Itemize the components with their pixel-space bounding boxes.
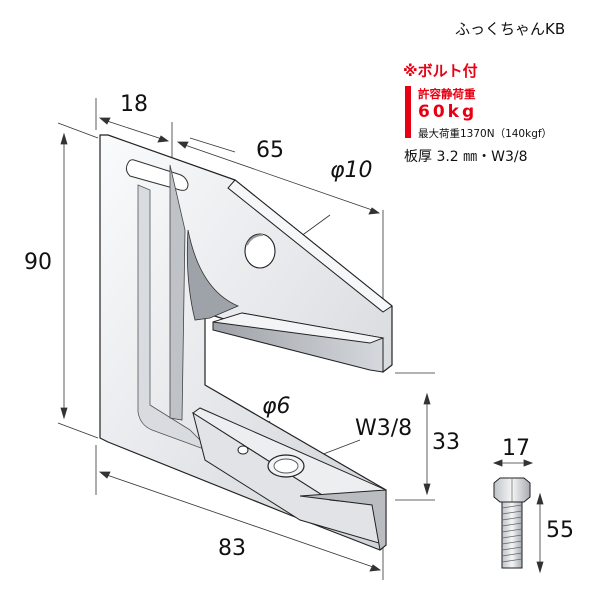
bolt — [493, 477, 531, 569]
bracket-body — [99, 134, 393, 551]
dim-top-width: 18 — [120, 92, 148, 117]
product-name: ふっくちゃんKB — [455, 20, 566, 38]
dim-diagonal-length: 65 — [256, 138, 284, 163]
dim-bottom-length: 83 — [218, 536, 246, 561]
dim-hole-large: φ10 — [330, 158, 373, 183]
dim-bolt-length: 55 — [546, 518, 574, 543]
dim-thread-label: W3/8 — [355, 416, 413, 441]
plate-spec: 板厚 3.2 ㎜・W3/8 — [404, 149, 528, 165]
load-value: 60kg — [418, 102, 478, 122]
dim-lower-height: 33 — [432, 430, 460, 455]
load-accent-bar — [405, 86, 411, 138]
dim-bolt-head: 17 — [502, 436, 530, 461]
bolt-included-note: ※ボルト付 — [403, 62, 478, 80]
max-load-text: 最大荷重1370N（140kgf） — [418, 128, 553, 140]
dim-hole-small: φ6 — [262, 394, 291, 419]
dim-height: 90 — [24, 250, 52, 275]
dimension-lines — [57, 98, 435, 580]
load-label: 許容静荷重 — [418, 87, 476, 101]
